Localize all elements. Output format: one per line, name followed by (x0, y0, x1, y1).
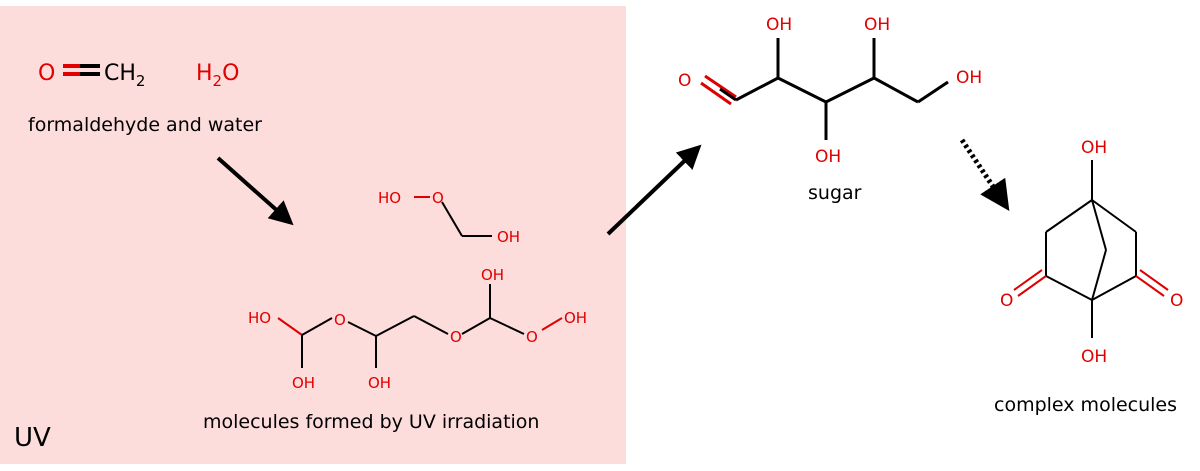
label-complex: complex molecules (994, 394, 1177, 416)
svg-text:O: O (450, 328, 462, 346)
uv-label: UV (14, 423, 51, 453)
svg-text:OH: OH (1081, 138, 1107, 158)
svg-text:HO: HO (248, 309, 271, 327)
svg-text:OH: OH (368, 374, 391, 392)
svg-text:OH: OH (1081, 347, 1107, 367)
label-sugar: sugar (808, 182, 862, 204)
atom-ch2: CH2 (104, 61, 145, 90)
svg-text:HO: HO (378, 189, 401, 207)
molecule-hydroperoxymethanol (414, 196, 492, 237)
atom-h2o: H2O (196, 61, 239, 90)
svg-text:OH: OH (815, 147, 841, 167)
svg-text:OH: OH (956, 68, 982, 88)
arrow-to-sugar (606, 144, 702, 236)
svg-text:O: O (678, 71, 691, 91)
svg-text:OH: OH (564, 309, 587, 327)
svg-text:OH: OH (481, 266, 504, 284)
molecule-uv-oligomer (277, 284, 563, 368)
svg-text:O: O (526, 328, 538, 346)
svg-text:OH: OH (292, 374, 315, 392)
svg-text:O: O (432, 189, 444, 207)
svg-text:OH: OH (497, 228, 520, 246)
svg-text:O: O (1000, 291, 1013, 311)
molecule-sugar (700, 38, 949, 140)
label-formaldehyde-water: formaldehyde and water (28, 114, 262, 136)
svg-text:O: O (1170, 291, 1183, 311)
arrow-to-complex (959, 138, 1010, 211)
uv-region (0, 6, 626, 464)
svg-text:O: O (334, 311, 346, 329)
label-uv-products: molecules formed by UV irradiation (203, 411, 539, 433)
water-molecule: H2O (196, 61, 239, 90)
svg-text:OH: OH (864, 15, 890, 35)
svg-text:OH: OH (766, 15, 792, 35)
arrow-to-uv-products (216, 156, 294, 226)
formaldehyde-molecule: O CH2 (38, 61, 145, 90)
atom-o: O (38, 61, 55, 86)
molecule-complex (1013, 160, 1169, 338)
